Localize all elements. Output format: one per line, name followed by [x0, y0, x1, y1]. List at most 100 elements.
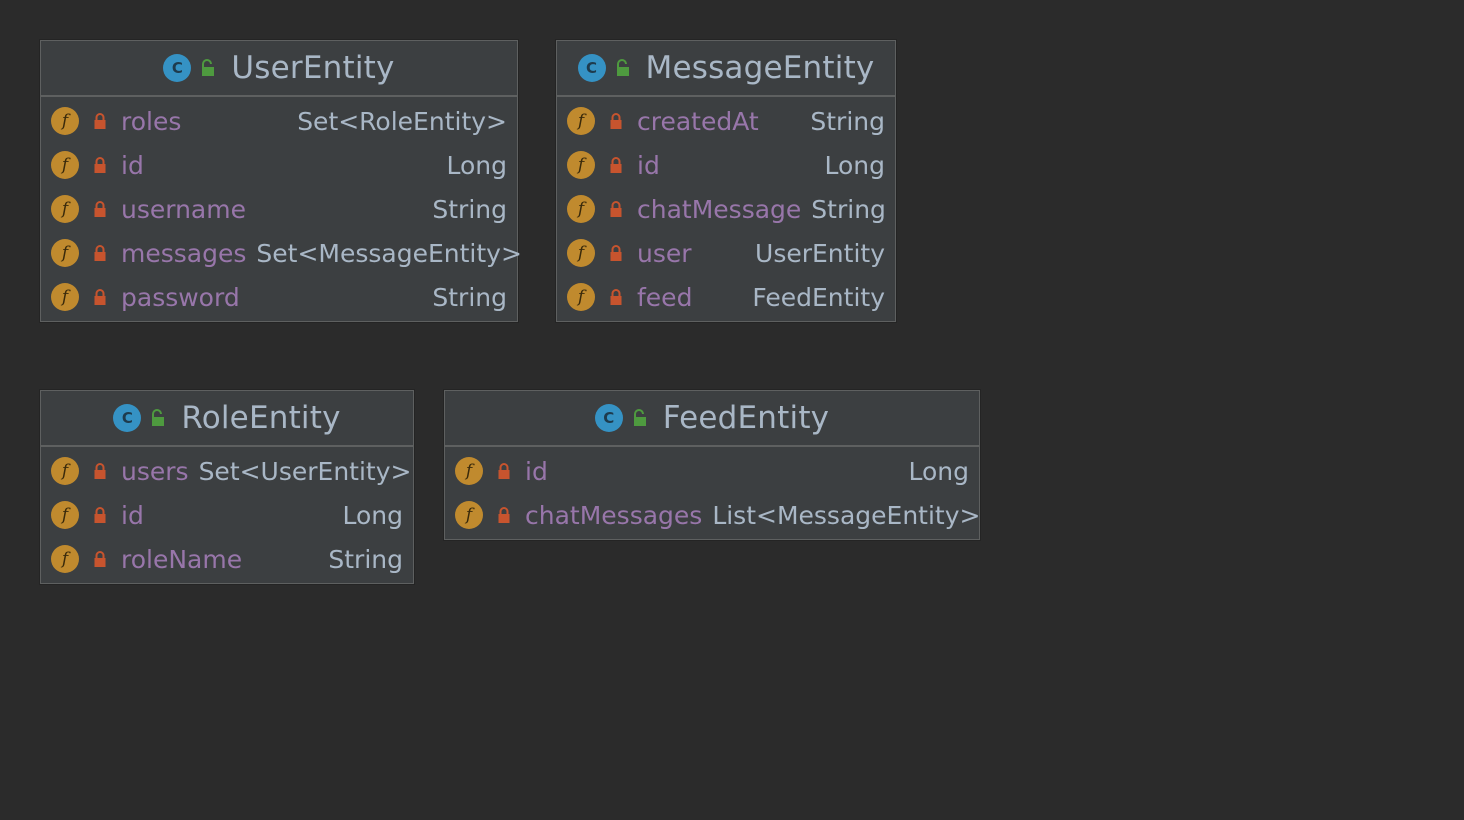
field-icon: f	[567, 239, 595, 267]
lock-icon	[607, 155, 625, 175]
field-type: List<MessageEntity>	[712, 500, 981, 530]
field-name: id	[121, 150, 144, 180]
lock-icon	[91, 243, 109, 263]
field-name: createdAt	[637, 106, 759, 136]
field-row[interactable]: f id Long	[41, 493, 413, 537]
field-type: Long	[824, 150, 886, 180]
field-icon: f	[567, 107, 595, 135]
lock-icon	[91, 461, 109, 481]
lock-icon	[91, 111, 109, 131]
field-name: roleName	[121, 544, 243, 574]
field-type: UserEntity	[755, 238, 885, 268]
field-list: f id Long f chatMessages List<MessageEnt…	[445, 447, 981, 537]
field-icon: f	[567, 151, 595, 179]
class-header: C RoleEntity	[41, 391, 413, 447]
field-icon: f	[455, 501, 483, 529]
field-list: f roles Set<RoleEntity> f id Long f user…	[41, 97, 522, 319]
class-icon: C	[577, 54, 606, 82]
field-name: id	[637, 150, 660, 180]
field-name: chatMessages	[525, 500, 703, 530]
field-row[interactable]: f id Long	[41, 143, 517, 187]
field-row[interactable]: f users Set<UserEntity>	[41, 449, 413, 493]
field-name: username	[121, 194, 246, 224]
field-icon: f	[51, 107, 79, 135]
class-icon: C	[163, 54, 192, 82]
field-icon: f	[51, 501, 79, 529]
class-name: FeedEntity	[662, 400, 830, 436]
field-type: String	[432, 282, 507, 312]
field-name: users	[121, 456, 189, 486]
field-icon: f	[567, 283, 595, 311]
unlocked-icon	[612, 57, 634, 79]
lock-icon	[91, 549, 109, 569]
field-row[interactable]: f user UserEntity	[557, 231, 895, 275]
field-type: String	[810, 106, 885, 136]
unlocked-icon	[197, 57, 219, 79]
field-row[interactable]: f roleName String	[41, 537, 413, 581]
field-icon: f	[51, 151, 79, 179]
field-icon: f	[51, 545, 79, 573]
field-row[interactable]: f chatMessage String	[557, 187, 895, 231]
class-box-roleentity[interactable]: C RoleEntity f users Set<UserEntity> f i…	[40, 390, 414, 584]
field-icon: f	[51, 239, 79, 267]
lock-icon	[91, 155, 109, 175]
class-name: MessageEntity	[645, 50, 875, 86]
field-row[interactable]: f username String	[41, 187, 517, 231]
field-name: roles	[121, 106, 182, 136]
field-row[interactable]: f feed FeedEntity	[557, 275, 895, 319]
class-icon: C	[113, 404, 142, 432]
field-type: FeedEntity	[752, 282, 885, 312]
class-icon: C	[594, 404, 623, 432]
lock-icon	[607, 243, 625, 263]
class-header: C MessageEntity	[557, 41, 895, 97]
lock-icon	[495, 461, 513, 481]
field-type: String	[328, 544, 403, 574]
field-type: Set<MessageEntity>	[256, 238, 522, 268]
field-row[interactable]: f id Long	[445, 449, 979, 493]
class-header: C UserEntity	[41, 41, 517, 97]
field-row[interactable]: f chatMessages List<MessageEntity>	[445, 493, 981, 537]
field-row[interactable]: f id Long	[557, 143, 895, 187]
field-icon: f	[51, 457, 79, 485]
lock-icon	[607, 111, 625, 131]
field-list: f users Set<UserEntity> f id Long f role…	[41, 447, 413, 581]
field-icon: f	[51, 195, 79, 223]
class-header: C FeedEntity	[445, 391, 979, 447]
field-name: user	[637, 238, 692, 268]
field-icon: f	[455, 457, 483, 485]
class-name: RoleEntity	[181, 400, 341, 436]
field-row[interactable]: f roles Set<RoleEntity>	[41, 99, 517, 143]
field-type: String	[432, 194, 507, 224]
field-icon: f	[567, 195, 595, 223]
field-name: messages	[121, 238, 247, 268]
field-row[interactable]: f createdAt String	[557, 99, 895, 143]
field-type: Long	[908, 456, 970, 486]
field-type: Long	[446, 150, 508, 180]
class-box-messageentity[interactable]: C MessageEntity f createdAt String f id …	[556, 40, 896, 322]
class-name: UserEntity	[231, 50, 395, 86]
field-icon: f	[51, 283, 79, 311]
field-name: id	[121, 500, 144, 530]
field-list: f createdAt String f id Long f chatMessa…	[557, 97, 895, 319]
lock-icon	[607, 199, 625, 219]
lock-icon	[91, 505, 109, 525]
unlocked-icon	[629, 407, 651, 429]
field-name: feed	[637, 282, 693, 312]
lock-icon	[607, 287, 625, 307]
field-name: password	[121, 282, 240, 312]
lock-icon	[91, 287, 109, 307]
field-type: Set<RoleEntity>	[297, 106, 507, 136]
field-type: Long	[342, 500, 404, 530]
field-type: String	[811, 194, 886, 224]
unlocked-icon	[147, 407, 169, 429]
lock-icon	[495, 505, 513, 525]
field-row[interactable]: f messages Set<MessageEntity>	[41, 231, 522, 275]
field-name: chatMessage	[637, 194, 802, 224]
field-type: Set<UserEntity>	[198, 456, 412, 486]
field-name: id	[525, 456, 548, 486]
lock-icon	[91, 199, 109, 219]
field-row[interactable]: f password String	[41, 275, 517, 319]
class-box-feedentity[interactable]: C FeedEntity f id Long f chatMessages Li…	[444, 390, 980, 540]
class-box-userentity[interactable]: C UserEntity f roles Set<RoleEntity> f i…	[40, 40, 522, 322]
